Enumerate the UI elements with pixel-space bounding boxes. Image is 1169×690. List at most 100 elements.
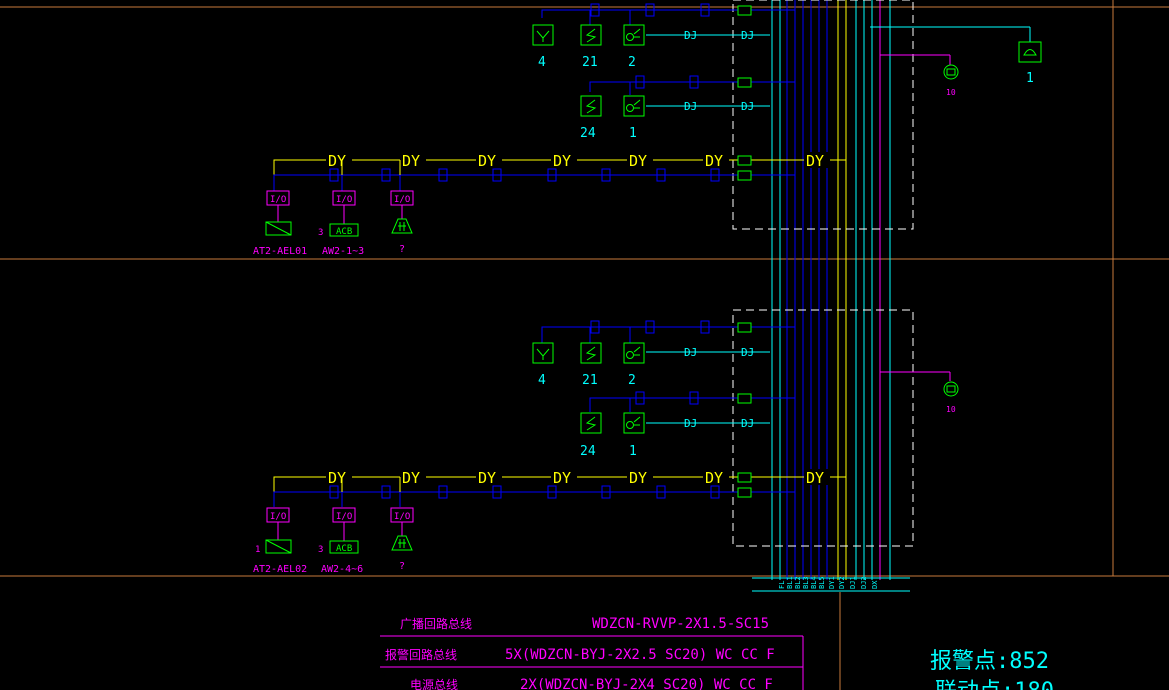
bus-tick [438,168,448,182]
manual-alarm-icon[interactable] [623,95,645,117]
bus-tick [645,3,655,17]
fire-valve-icon[interactable] [391,535,413,551]
bus-tick [710,168,720,182]
terminal-box [737,5,752,16]
fire-valve-icon[interactable] [391,218,413,234]
manual-alarm-icon[interactable] [623,24,645,46]
dy-gap [551,469,577,485]
right-items: 10 1 10 [943,41,1042,414]
dy-label: DY [629,152,647,170]
device-count: 4 [538,373,546,388]
smoke-detector-icon[interactable] [580,412,602,434]
acb-breaker-icon[interactable]: ACB [329,223,359,237]
legend-row-name: 报警回路总线 [385,647,457,662]
terminal-box [737,393,752,404]
dy-gap [326,152,352,168]
legend-row-name: 广播回路总线 [400,616,472,631]
bus-tick [635,391,645,405]
emergency-light-icon[interactable] [265,539,292,554]
device-count: 24 [580,126,596,141]
dy-label: DY [553,152,571,170]
bus-tick [601,168,611,182]
dy-label: DY [629,469,647,487]
module-caption: AW2-4~6 [321,564,363,575]
module-caption: AT2-AEL01 [253,246,307,257]
bus-tick [547,168,557,182]
dy-gap [400,469,426,485]
device-count: 1 [1026,71,1034,86]
legend-row-spec: 5X(WDZCN-BYJ-2X2.5 SC20) WC CC F [505,647,775,663]
module-caption: AW2-1~3 [322,246,364,257]
bus-label: DY2 [838,576,846,589]
module-count: 1 [255,545,260,555]
smoke-detector-icon[interactable] [580,342,602,364]
dj-label: DJ [741,100,754,113]
terminal-box [737,472,752,483]
device-count: 1 [629,126,637,141]
smoke-detector-icon[interactable] [580,24,602,46]
bus-tick [329,168,339,182]
module-caption: ? [399,244,405,255]
dy-label: DY [328,152,346,170]
bus-label: BL5 [818,576,826,589]
dy-gap [476,152,502,168]
bus-tick [601,485,611,499]
bus-tick [547,485,557,499]
dy-gap [703,469,729,485]
dy-label: DY [705,469,723,487]
terminal-box [737,487,752,498]
fire-hydrant-button-icon[interactable] [943,381,959,397]
speaker-icon[interactable] [532,24,554,46]
device-count: 24 [580,444,596,459]
acb-breaker-icon[interactable]: ACB [329,540,359,554]
bus-tick-marks [329,485,720,499]
bus-tick [656,168,666,182]
device-count: 1 [629,444,637,459]
dj-label: DJ [684,100,697,113]
fire-telephone-icon[interactable] [1018,41,1042,63]
speaker-icon[interactable] [532,342,554,364]
dy-gap [326,469,352,485]
dy-label: DY [553,469,571,487]
bus-tick [645,320,655,334]
smoke-detector-icon[interactable] [580,95,602,117]
terminal-box [737,155,752,166]
bus-tick [492,168,502,182]
module-group-floor-1: I/O I/O I/O ACB 3 AT2-AEL01 AW2-1~3 ? [253,190,414,257]
emergency-light-icon[interactable] [265,221,292,236]
manual-alarm-icon[interactable] [623,342,645,364]
bus-tick [438,485,448,499]
dy-gap [476,469,502,485]
dy-gap [804,152,830,168]
cable-legend-table: 广播回路总线 WDZCN-RVVP-2X1.5-SC15 报警回路总线 5X(W… [380,616,804,690]
device-count: 21 [582,55,598,70]
terminal-box [737,322,752,333]
dy-label: DY [806,152,824,170]
io-module-label: I/O [270,512,286,522]
module-caption: AT2-AEL02 [253,564,307,575]
manual-alarm-icon[interactable] [623,412,645,434]
acb-label: ACB [336,227,352,237]
dy-gap [551,152,577,168]
legend-row-spec: WDZCN-RVVP-2X1.5-SC15 [592,616,769,632]
module-group-floor-2: I/O I/O I/O 1 ACB 3 AT2-AEL02 AW2-4~6 ? [253,507,414,575]
fire-hydrant-button-icon[interactable] [943,64,959,80]
bus-tick [492,485,502,499]
bus-tick [710,485,720,499]
io-module-label: I/O [336,512,352,522]
bus-tick [700,320,710,334]
io-module-label: I/O [394,195,410,205]
bus-label: DY1 [828,576,836,589]
terminal-box [737,170,752,181]
io-module-label: I/O [336,195,352,205]
bus-tick [689,75,699,89]
module-count: 3 [318,228,323,238]
io-module-label: I/O [394,512,410,522]
dj-label: DJ [684,417,697,430]
dy-gap [627,152,653,168]
bus-tick [635,75,645,89]
